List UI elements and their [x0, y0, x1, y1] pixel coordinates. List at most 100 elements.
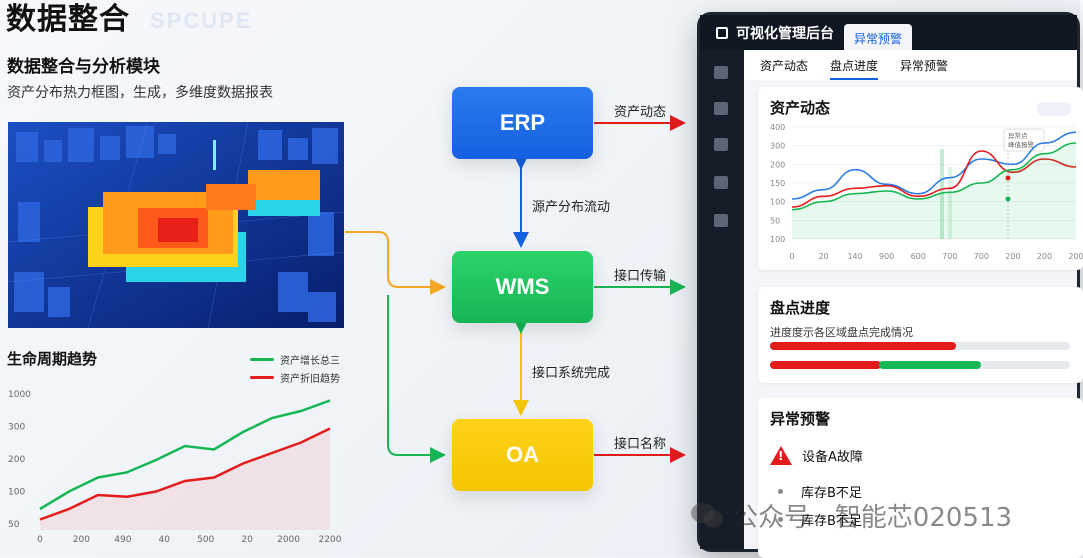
asset-heatmap-image: [7, 121, 345, 329]
series-area: [40, 428, 330, 530]
legend-depreciation: 资产折旧趋势: [250, 370, 340, 385]
x-tick-label: 600: [911, 252, 926, 261]
wms-node[interactable]: WMS: [452, 251, 593, 323]
y-tick-label: 200: [770, 160, 785, 169]
y-tick-label: 50: [770, 216, 780, 225]
report-icon[interactable]: [714, 176, 728, 189]
background-watermark: SPCUPE: [150, 8, 253, 33]
x-tick-label: 500: [197, 535, 214, 545]
y-tick-label: 50: [8, 520, 20, 530]
dashboard-header: 可视化管理后台 异常预警: [700, 15, 1077, 50]
house-icon[interactable]: [714, 102, 728, 115]
watermark-text: 公众号 · 智能芯020513: [732, 503, 1013, 533]
alert-item[interactable]: ! 设备A故障: [770, 446, 863, 465]
progress-fill-green: [879, 361, 981, 369]
trend-title: 生命周期趋势: [7, 350, 98, 368]
bullet-icon: [778, 489, 783, 494]
x-tick-label: 200: [1068, 252, 1083, 261]
x-tick-label: 200: [1037, 252, 1052, 261]
flow-label-erp-out: 资产动态: [614, 105, 667, 120]
highlight-band: [940, 149, 944, 239]
alert-text: 库存B不足: [801, 486, 862, 501]
alert-item[interactable]: 库存B不足: [770, 510, 862, 529]
tab-alerts[interactable]: 异常预警: [900, 58, 949, 73]
card-title: 资产动态: [770, 99, 831, 117]
y-tick-label: 150: [770, 179, 785, 188]
flow-label-erp-wms: 源产分布流动: [532, 200, 611, 215]
y-tick-label: 200: [8, 455, 25, 465]
dashboard-title: 可视化管理后台: [736, 25, 834, 42]
tab-inventory-progress[interactable]: 盘点进度: [830, 51, 879, 80]
more-options-button[interactable]: [1037, 102, 1071, 116]
tooltip-text: 异常点: [1008, 131, 1028, 140]
flow-label-oa-out: 接口名称: [614, 437, 667, 452]
series-line: [791, 131, 1077, 200]
x-tick-label: 900: [879, 252, 894, 261]
data-point: [1005, 175, 1011, 181]
y-tick-label: 100: [770, 235, 785, 244]
x-tick-label: 700: [974, 252, 989, 261]
series-area: [792, 143, 1076, 239]
alert-text: 库存B不足: [801, 514, 862, 529]
x-tick-label: 2000: [277, 535, 300, 545]
tab-asset-dynamics[interactable]: 资产动态: [760, 58, 809, 73]
progress-description: 进度度示各区域盘点完成情况: [770, 326, 913, 339]
home-icon[interactable]: [714, 66, 728, 79]
card-title: 异常预警: [770, 410, 831, 428]
x-tick-label: 20: [241, 535, 253, 545]
dashboard-tabs: 资产动态 盘点进度 异常预警: [744, 50, 1077, 80]
x-tick-label: 0: [789, 252, 794, 261]
x-tick-label: 0: [37, 535, 43, 545]
tooltip-text: 峰值报警: [1008, 140, 1035, 149]
x-tick-label: 2200: [319, 535, 342, 545]
card-title: 盘点进度: [770, 299, 831, 317]
y-tick-label: 300: [770, 142, 785, 151]
warning-icon: !: [770, 446, 792, 465]
data-point: [1005, 196, 1011, 202]
legend-label: 资产增长总三: [280, 356, 340, 367]
progress-fill-red: [770, 361, 881, 369]
bullet-icon: [778, 517, 783, 522]
x-tick-label: 140: [847, 252, 862, 261]
highlight-band: [948, 167, 952, 239]
alert-text: 设备A故障: [802, 450, 863, 465]
admin-dashboard-window: 可视化管理后台 异常预警 资产动态 盘点进度 异常预警 资产动态 400 300 2…: [697, 12, 1083, 558]
legend-growth: 资产增长总三: [250, 352, 340, 367]
wechat-watermark: 公众号 · 智能芯020513: [690, 497, 1012, 534]
wechat-icon: [691, 502, 723, 527]
x-tick-label: 490: [114, 535, 131, 545]
series-line: [791, 142, 1077, 211]
series-line: [39, 399, 331, 511]
y-tick-label: 100: [8, 488, 25, 498]
oa-node[interactable]: OA: [452, 419, 593, 491]
inventory-icon[interactable]: [714, 138, 728, 151]
flow-label-wms-oa: 接口系统完成: [532, 366, 611, 381]
legend-swatch-red: [250, 376, 274, 379]
x-tick-label: 700: [942, 252, 957, 261]
legend-label: 资产折旧趋势: [280, 374, 340, 385]
arrow-left-to-oa: [387, 295, 446, 463]
x-tick-label: 200: [1005, 252, 1020, 261]
module-title: 数据整合与分析模块: [7, 57, 160, 77]
progress-bar-1: [770, 342, 1070, 350]
series-line: [791, 150, 1077, 208]
progress-fill-red: [770, 342, 956, 350]
x-tick-label: 20: [818, 252, 828, 261]
erp-node[interactable]: ERP: [452, 87, 593, 159]
user-icon[interactable]: [714, 214, 728, 227]
alert-item[interactable]: 库存B不足: [770, 482, 862, 501]
y-tick-label: 300: [8, 423, 25, 433]
header-tab-alerts[interactable]: 异常预警: [844, 24, 913, 50]
y-tick-label: 400: [770, 123, 785, 132]
y-tick-label: 1000: [8, 390, 31, 400]
x-tick-label: 200: [73, 535, 90, 545]
heatmap-3d-illustration: [7, 121, 345, 329]
legend-swatch-green: [250, 358, 274, 361]
module-description: 资产分布热力框图，生成，多维度数据报表: [7, 85, 273, 101]
page-title: 数据整合: [6, 2, 130, 37]
dashboard-logo-icon: [716, 26, 728, 39]
x-tick-label: 40: [159, 535, 171, 545]
